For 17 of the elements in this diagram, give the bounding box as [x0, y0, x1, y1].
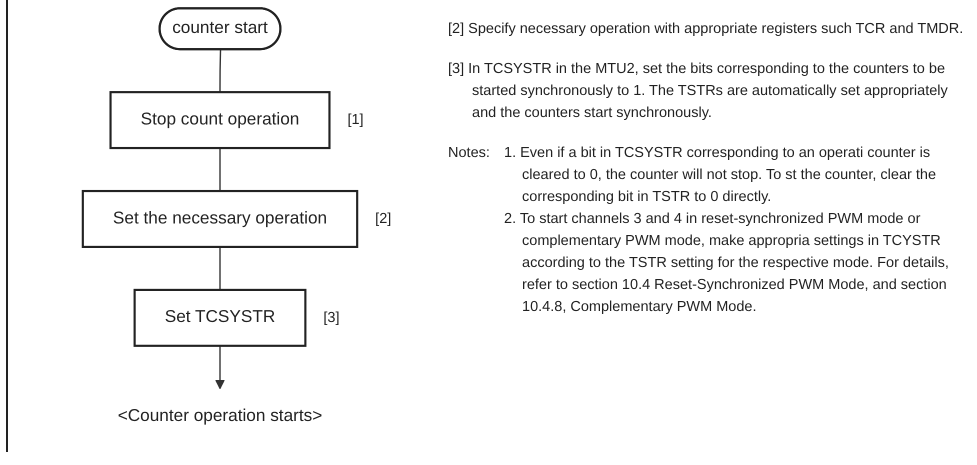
note-text: 2. To start channels 3 and 4 in reset-synchronized PWM mode or complementary PWM mode, make appropria settings in TCYSTR according to the TSTR setting for the respective mode. For details, refer to section 10.4 Reset-Synchronized PWM Mode, and section 10.4.8, Complementary PWM Mode.	[504, 210, 950, 317]
arrow	[215, 346, 225, 390]
process-box: Stop count operation	[109, 91, 331, 150]
note-text: 1. Even if a bit in TCSYSTR corresponding to an operati counter is cleared to 0, the counter will not stop. To st the counter, clear the corresponding bit in TSTR to 0 directly.	[504, 144, 938, 207]
note-text: [2] Specify necessary operation with appropriate registers such TCR and TMDR.	[448, 20, 964, 39]
note-text: Notes:	[448, 144, 491, 163]
step-number: [1]	[347, 111, 364, 130]
step-number: [3]	[323, 308, 340, 327]
end-label: <Counter operation starts>	[118, 407, 322, 426]
connector-line	[219, 50, 222, 92]
process-box: Set TCSYSTR	[134, 288, 306, 347]
step-number: [2]	[375, 210, 392, 228]
note-text: [3] In TCSYSTR in the MTU2, set the bits corresponding to the counters to be started synchronously to 1. The TSTRs are automatically set appropriately and the counters start synchronously.	[448, 60, 949, 123]
process-box: Set the necessary operation	[82, 190, 358, 248]
connector-line	[219, 148, 221, 192]
connector-line	[219, 246, 221, 290]
terminal-box: counter start	[158, 7, 282, 50]
